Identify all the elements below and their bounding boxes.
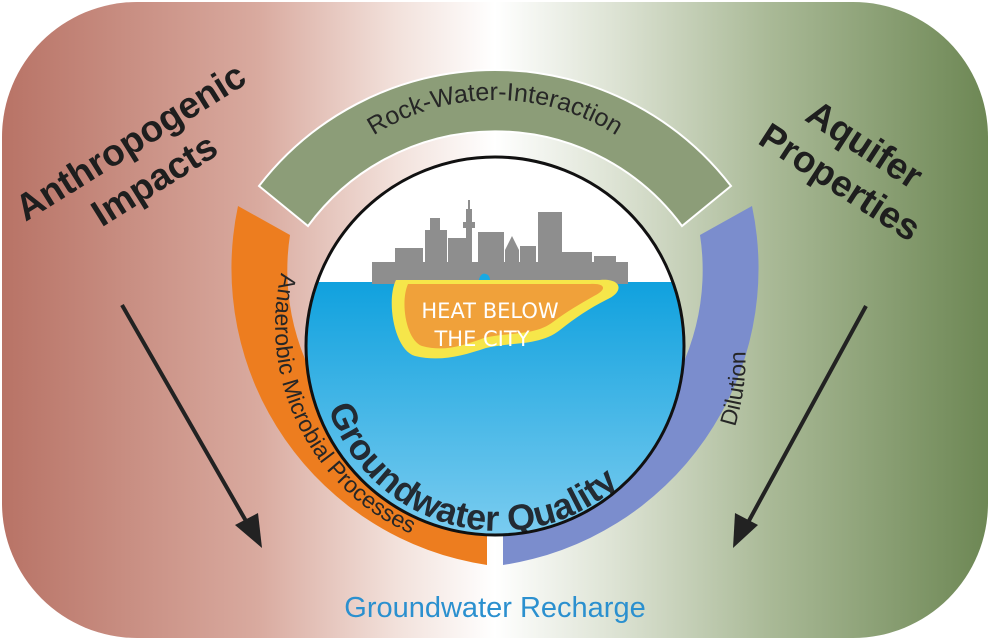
left-arrow — [120, 304, 262, 548]
rock-water-interaction-segment — [257, 68, 733, 228]
right-arrow — [733, 305, 868, 548]
groundwater-recharge-label: Groundwater Recharge — [344, 592, 645, 624]
heat-below-line1: HEAT BELOW — [421, 299, 558, 323]
groundwater-circle-border — [304, 155, 686, 537]
heat-plume-inner — [404, 283, 604, 349]
heat-below-line2: THE CITY — [433, 327, 529, 351]
city-skyline-icon — [372, 200, 628, 284]
groundwater-circle: HEAT BELOW THE CITY Groundwater Quality — [304, 155, 686, 537]
